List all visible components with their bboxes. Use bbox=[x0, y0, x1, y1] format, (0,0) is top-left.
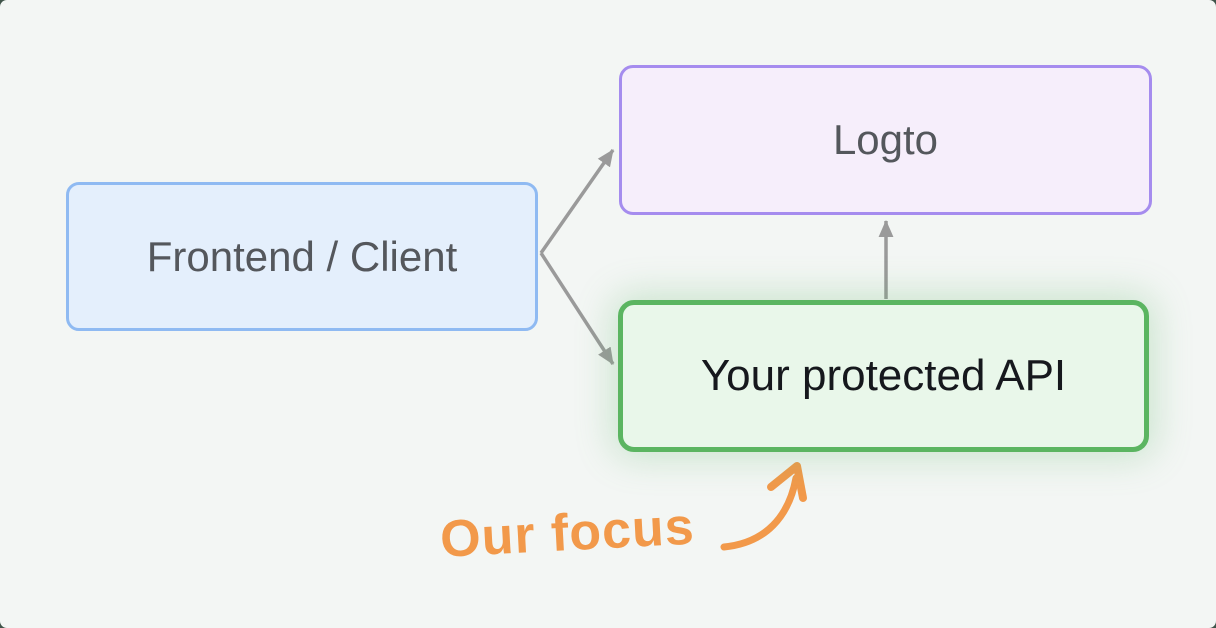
edge-frontend-to-logto-arrow bbox=[539, 148, 615, 255]
node-protected-api: Your protected API bbox=[618, 300, 1149, 452]
node-frontend-client: Frontend / Client bbox=[66, 182, 538, 331]
node-protected-api-label: Your protected API bbox=[700, 351, 1067, 400]
node-logto-label: Logto bbox=[832, 116, 939, 163]
focus-annotation-label: Our focus bbox=[438, 497, 696, 569]
focus-annotation-arrowhead bbox=[767, 462, 807, 502]
edge-frontend-to-api-arrow bbox=[539, 252, 615, 365]
node-frontend-client-label: Frontend / Client bbox=[146, 232, 458, 280]
node-logto: Logto bbox=[619, 65, 1152, 215]
